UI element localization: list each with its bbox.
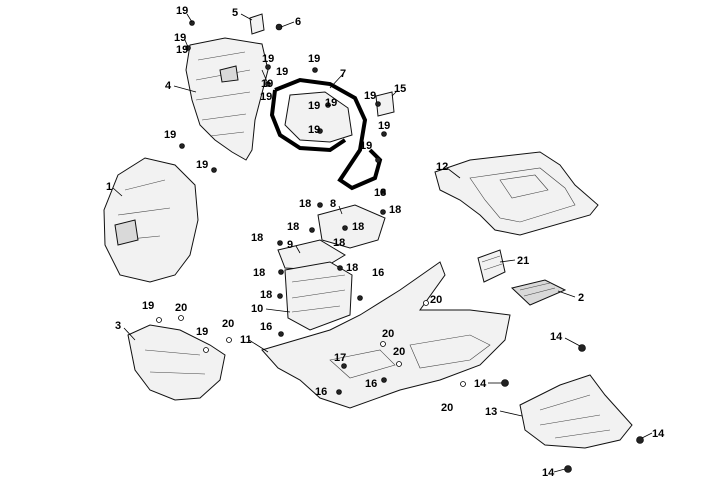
callout-10: 10: [251, 303, 263, 315]
callout-16: 16: [365, 378, 377, 390]
callout-20: 20: [393, 346, 405, 358]
part-2-grille: [510, 279, 567, 306]
part-13-under-guard: [519, 374, 633, 449]
callout-19: 19: [196, 326, 208, 338]
callout-19: 19: [176, 44, 188, 56]
callout-8: 8: [330, 198, 336, 210]
callout-20: 20: [430, 294, 442, 306]
part-21-label: [477, 249, 506, 283]
callout-15: 15: [394, 83, 406, 95]
callout-7: 7: [340, 68, 346, 80]
callout-16: 16: [260, 321, 272, 333]
callout-11: 11: [240, 334, 252, 346]
callout-19: 19: [262, 53, 274, 65]
part-5-clip: [249, 13, 265, 35]
callout-14: 14: [474, 378, 487, 390]
callout-4: 4: [165, 80, 172, 92]
callout-16: 16: [372, 267, 384, 279]
part-15-bracket: [375, 91, 395, 117]
callout-21: 21: [517, 255, 529, 267]
callout-19: 19: [196, 159, 208, 171]
part-4-inner-panel: [185, 37, 269, 161]
callout-20: 20: [222, 318, 234, 330]
callout-19: 19: [142, 300, 154, 312]
callout-14: 14: [652, 428, 665, 440]
callout-18: 18: [333, 237, 345, 249]
callout-1: 1: [106, 181, 112, 193]
callout-5: 5: [232, 7, 238, 19]
callout-20: 20: [441, 402, 453, 414]
part-7-headlight-frame: [269, 77, 383, 191]
callout-9: 9: [287, 239, 293, 251]
callout-19: 19: [260, 91, 272, 103]
callout-18: 18: [374, 187, 386, 199]
callout-19: 19: [308, 53, 320, 65]
callout-2: 2: [578, 292, 584, 304]
callout-19: 19: [276, 66, 288, 78]
part-1-front-cover: [103, 157, 199, 283]
part-3-lower-skirt: [127, 324, 226, 401]
callout-14: 14: [542, 467, 555, 479]
callout-18: 18: [253, 267, 265, 279]
callout-16: 16: [315, 386, 327, 398]
callout-19: 19: [261, 78, 273, 90]
callout-19: 19: [308, 124, 320, 136]
callout-20: 20: [382, 328, 394, 340]
callout-18: 18: [251, 232, 263, 244]
callout-18: 18: [287, 221, 299, 233]
leader-lines: [112, 13, 653, 473]
callout-13: 13: [485, 406, 497, 418]
callout-18: 18: [260, 289, 272, 301]
callout-20: 20: [175, 302, 187, 314]
callout-19: 19: [378, 120, 390, 132]
callout-19: 19: [176, 5, 188, 17]
callout-19: 19: [325, 97, 337, 109]
part-10-battery-box: [284, 261, 353, 331]
callout-6: 6: [295, 16, 301, 28]
part-12-floor-mat: [434, 151, 599, 236]
callout-19: 19: [364, 90, 376, 102]
callout-14: 14: [550, 331, 563, 343]
fasteners: [156, 20, 644, 473]
callout-18: 18: [346, 262, 358, 274]
part-8-mount-plate: [317, 204, 386, 249]
callout-12: 12: [436, 161, 448, 173]
callout-19: 19: [164, 129, 176, 141]
callout-18: 18: [389, 204, 401, 216]
callout-19: 19: [174, 32, 186, 44]
callout-19: 19: [360, 140, 372, 152]
part-11-floor-board: [261, 261, 511, 409]
callout-19: 19: [308, 100, 320, 112]
callout-18: 18: [352, 221, 364, 233]
callout-labels: 19 5 6 19 19 4 19 19 7 19 19 19 19 15 19…: [106, 5, 665, 479]
callout-3: 3: [115, 320, 121, 332]
callout-17: 17: [334, 352, 346, 364]
callout-18: 18: [299, 198, 311, 210]
